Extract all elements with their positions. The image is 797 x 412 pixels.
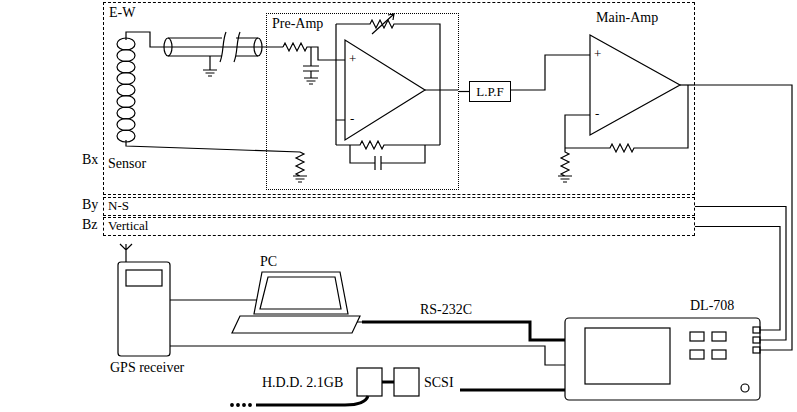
pre-amp-circuit [293,152,307,182]
node-text: E-W [109,5,135,21]
data-logger-device [565,318,760,400]
node-text: DL-708 [690,298,734,314]
node-text: H.D.D. 2.1GB [262,375,343,391]
node-text: GPS receiver [110,360,184,376]
coil-winding [117,107,135,119]
cable [460,389,565,392]
node-text: PC [260,254,277,270]
axis-label: Bx [82,152,98,168]
cable-label: RS-232C [418,302,474,318]
coil-winding [117,73,135,85]
sensor-coil [117,32,300,152]
coil-winding [117,50,135,62]
sensor-coil [117,38,135,142]
data-logger-device [712,350,726,359]
filter-box: L.P.F [469,81,511,102]
channel-band: N-S [103,197,695,216]
data-logger-device [690,350,704,359]
channel-band: Vertical [103,217,695,236]
laptop-pc [232,316,360,333]
disk-drive [231,368,419,406]
data-logger-device [712,332,726,341]
node-text: Pre-Amp [272,16,323,32]
hdd-node: H.D.D. 2.1GB [262,365,382,400]
disk-drive [237,404,240,407]
circuit-drawing [117,14,760,406]
data-logger-device [753,347,760,353]
cable [459,91,469,92]
main-amp-circuit [510,55,590,90]
disk-drive [249,404,252,407]
data-logger-device [565,318,760,400]
cable [382,381,394,384]
main-amp-circuit [565,85,688,152]
pre-amp-circuit [425,89,458,90]
logger-node: DL-708 [565,298,760,400]
pre-amp-circuit [283,14,458,182]
node-text: Vertical [108,218,148,234]
cable [190,299,230,300]
pin-sign: + [349,51,356,67]
pin-sign: - [595,106,599,122]
gps-receiver-device [118,262,170,356]
cable [362,322,565,340]
cable [695,207,786,341]
cable [695,227,780,331]
axis-label: By [82,197,98,213]
laptop-pc [230,272,362,333]
coil-winding [117,61,135,73]
pre-amp-circuit [303,47,319,84]
data-logger-device [753,327,760,333]
disk-drive [357,368,382,396]
main-amp-circuit [510,35,695,182]
connectors [190,85,792,390]
gps-receiver-device [126,270,162,286]
disk-drive [243,404,246,407]
coil-winding [117,84,135,96]
axis-label: Bz [82,217,98,233]
disk-drive [231,404,234,407]
pin-sign: - [350,111,354,127]
disk-drive [256,396,368,405]
laptop-pc [230,300,362,322]
disk-drive [394,368,419,396]
data-logger-device [690,332,704,341]
coil-winding [117,96,135,108]
pin-sign: + [594,46,601,62]
laptop-pc [254,272,348,314]
node-text: L.P.F [476,84,503,100]
coaxial-cable [203,56,217,76]
coil-winding [117,119,135,131]
gps-receiver-device [120,244,132,262]
sensor-channel-box: E-W Pre-AmpL.P.F [103,2,695,195]
part-label: Main-Amp [596,10,658,26]
gps-receiver-device [118,244,190,356]
gps-node: GPS receiver [108,238,190,382]
data-logger-device [741,384,749,392]
sensor-coil [126,32,164,47]
main-amp-circuit [590,35,680,135]
sensor-coil [126,140,300,152]
data-logger-device [753,337,760,343]
gps-receiver-device [170,300,190,346]
part-label: Sensor [108,156,146,172]
pre-amp-circuit [336,24,345,145]
pre-amp-box: Pre-Amp [266,13,459,190]
node-text: SCSI [424,375,454,391]
pre-amp-circuit [350,145,425,170]
scsi-node: SCSI [394,365,460,400]
laptop-pc [260,277,341,309]
pc-node: PC [230,254,362,338]
pre-amp-circuit [372,14,394,34]
pre-amp-circuit [345,40,425,140]
main-amp-circuit [680,84,695,85]
node-text: N-S [108,198,129,214]
data-logger-device [585,328,670,384]
cable [190,346,565,365]
pre-amp-circuit [336,20,440,145]
